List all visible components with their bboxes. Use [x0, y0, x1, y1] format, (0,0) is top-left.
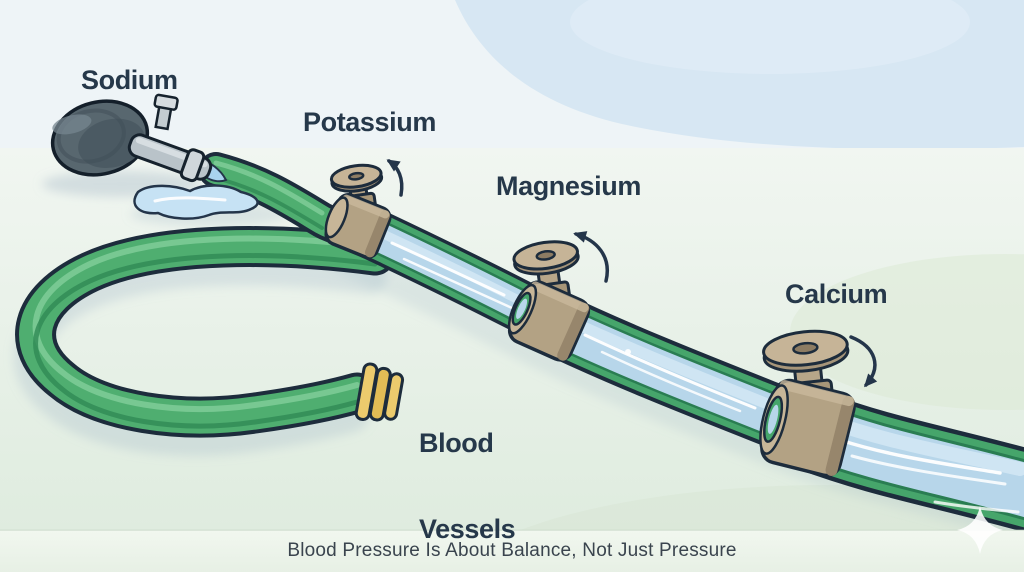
valve-stem: [762, 329, 850, 403]
gold-hose-coupling: [354, 362, 405, 422]
valve-body: [507, 280, 591, 362]
calcium-label: Calcium: [785, 279, 888, 309]
sodium-label: Sodium: [81, 65, 178, 95]
magnesium-valve: [507, 240, 591, 362]
calcium-valve: [759, 329, 856, 478]
valve-body: [324, 193, 392, 259]
rotation-arrow-icon: [849, 335, 878, 388]
hill: [790, 254, 1024, 410]
potassium-label: Potassium: [303, 107, 436, 137]
magnesium-label: Magnesium: [496, 171, 641, 201]
valve-body: [759, 378, 856, 478]
blood-vessels-line2: Vessels: [419, 514, 516, 545]
blood-vessels-line1: Blood: [419, 428, 494, 459]
water-puddle: [133, 156, 259, 220]
sparkle-icon: [957, 506, 1003, 554]
rotation-arrows: [386, 159, 878, 388]
sky-cloud-highlight: [570, 0, 970, 74]
footer-divider: [0, 529, 1024, 531]
rotation-arrow-icon: [573, 231, 609, 283]
pump-release-valve: [153, 93, 179, 131]
caption-text: Blood Pressure Is About Balance, Not Jus…: [287, 540, 737, 561]
blood-vessels-label: Blood Vessels: [419, 372, 516, 572]
rotation-arrow-icon: [386, 159, 404, 197]
sodium-bulb-pump: [50, 93, 213, 183]
footer-strip: [0, 530, 1024, 572]
pump-nozzle: [127, 133, 213, 183]
potassium-valve: [324, 163, 392, 259]
pump-bulb: [50, 99, 150, 177]
